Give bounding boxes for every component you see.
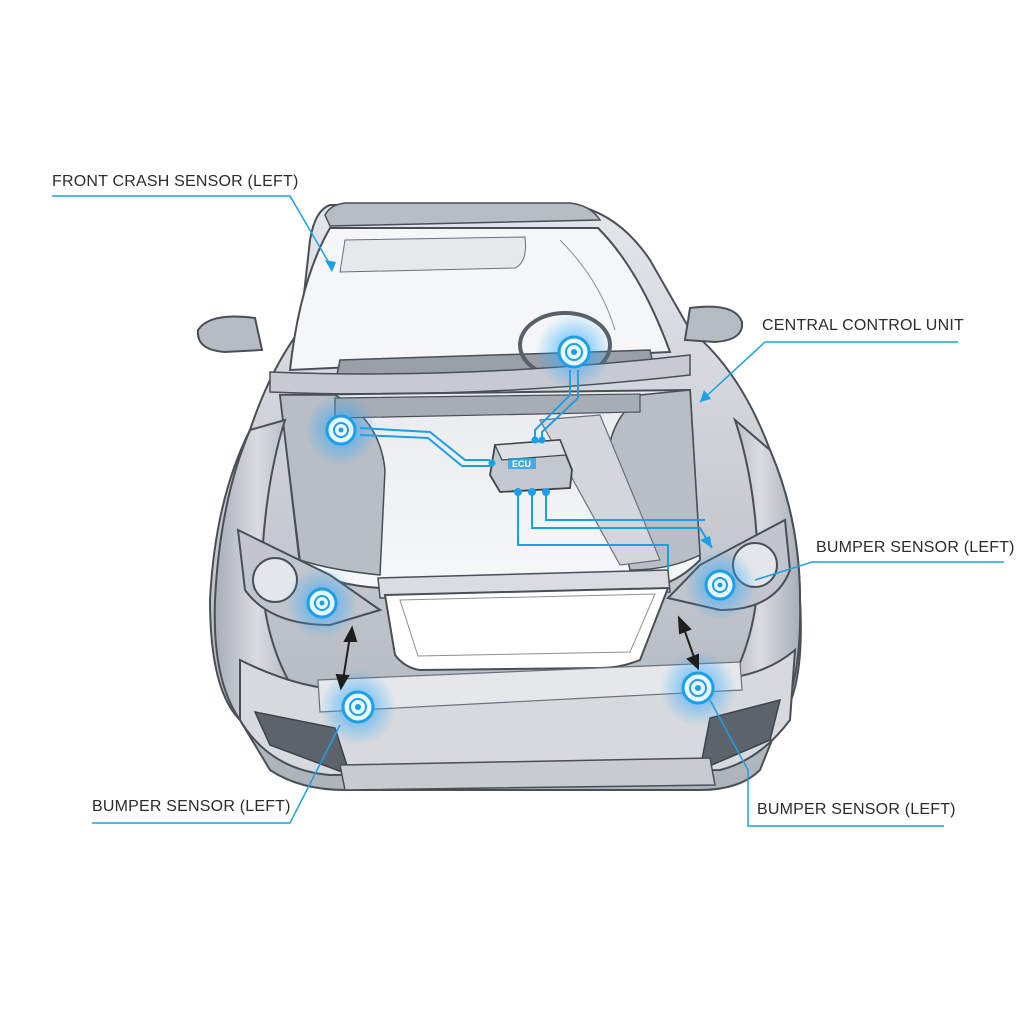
central-control-unit-box: ECU	[488, 436, 573, 496]
sensor-headlight-left	[286, 567, 358, 639]
sensor-bumper-left	[320, 669, 396, 745]
label-front-crash-sensor-left: FRONT CRASH SENSOR (LEFT)	[52, 173, 299, 190]
label-bumper-sensor-bottom-right: BUMPER SENSOR (LEFT)	[757, 801, 956, 818]
double-arrow-right	[677, 615, 699, 671]
ecu-marking: ECU	[512, 459, 531, 469]
sensor-bumper-right	[660, 650, 736, 726]
sensor-front-crash-left	[305, 394, 377, 466]
sensor-headlight-right	[684, 549, 756, 621]
label-central-control-unit: CENTRAL CONTROL UNIT	[762, 317, 964, 334]
callout-arrowheads	[325, 260, 712, 548]
label-bumper-sensor-bottom-left: BUMPER SENSOR (LEFT)	[92, 798, 291, 815]
sensor-top-center	[536, 314, 612, 390]
label-bumper-sensor-right-side: BUMPER SENSOR (LEFT)	[816, 539, 1015, 556]
callout-leaders	[52, 195, 1004, 827]
double-arrow-left	[335, 625, 358, 691]
